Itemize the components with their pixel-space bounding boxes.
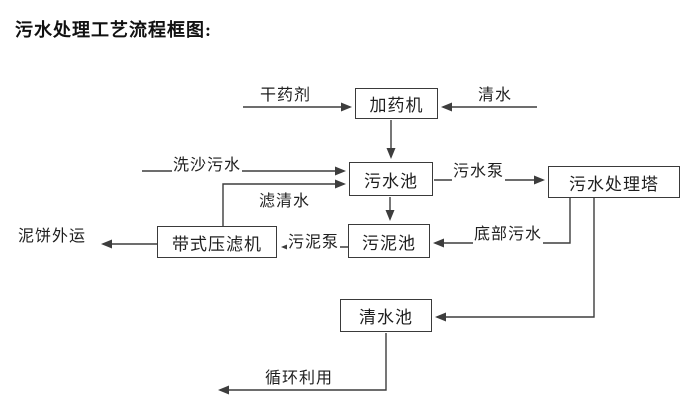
label-clean-water: 清水 — [477, 81, 514, 105]
label-recycle-use: 循环利用 — [264, 364, 335, 388]
label-mud-cake-out: 泥饼外运 — [17, 222, 88, 246]
label-dry-agent: 干药剂 — [259, 81, 313, 105]
node-dosing-machine-label: 加药机 — [369, 96, 424, 115]
node-clean-water-pool-label: 清水池 — [359, 308, 413, 327]
label-sewage-pump: 污水泵 — [452, 157, 506, 181]
label-filtered-water: 滤清水 — [258, 187, 312, 211]
node-sewage-pool: 污水池 — [349, 162, 433, 196]
node-clean-water-pool: 清水池 — [340, 299, 432, 332]
node-dosing-machine: 加药机 — [355, 88, 438, 119]
node-sludge-pool: 污泥池 — [348, 224, 430, 258]
edge-tower-to-clean — [435, 198, 595, 322]
edge-recycle — [218, 333, 387, 395]
diagram-title: 污水处理工艺流程框图: — [15, 20, 212, 40]
node-sewage-pool-label: 污水池 — [364, 171, 418, 191]
edge-filtered-water — [222, 179, 346, 226]
node-treatment-tower-label: 污水处理塔 — [569, 174, 659, 194]
node-belt-filter-press: 带式压滤机 — [157, 226, 277, 258]
label-bottom-sewage: 底部污水 — [473, 220, 544, 244]
node-treatment-tower: 污水处理塔 — [548, 166, 680, 198]
node-belt-filter-press-label: 带式压滤机 — [172, 234, 262, 254]
label-sludge-pump: 污泥泵 — [287, 228, 341, 252]
label-sand-washing-sewage: 洗沙污水 — [172, 151, 243, 175]
node-sludge-pool-label: 污泥池 — [362, 233, 416, 253]
